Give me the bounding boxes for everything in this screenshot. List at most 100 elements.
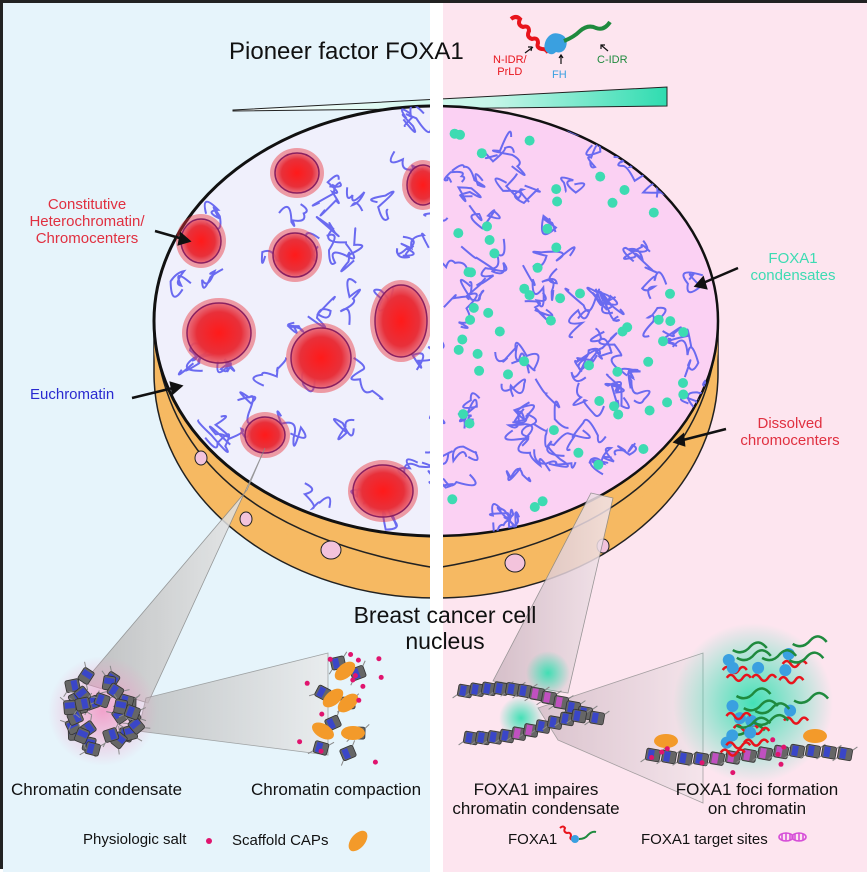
- chromatin-fiber: [491, 130, 526, 177]
- salt-ion: [352, 673, 358, 679]
- nucleosome: [73, 692, 93, 716]
- nucleosome: [101, 682, 130, 700]
- n-idr-chain: [719, 748, 746, 757]
- foxa1-condensate-dot: [457, 334, 468, 345]
- scaffold-cap: [341, 726, 365, 740]
- foxa1-condensate-dot: [529, 502, 540, 512]
- chromatin-fiber: [604, 373, 625, 394]
- foxa1-condensate-dots: [447, 128, 689, 512]
- foxa1-condensate-dot: [648, 207, 659, 218]
- chromatin-fiber: [585, 143, 602, 169]
- nucleus-label: Breast cancer cell nucleus: [335, 602, 555, 655]
- heterochromatin-focus: [374, 284, 428, 358]
- scaffold-cap: [654, 734, 678, 748]
- heterochromatin-label-line: Heterochromatin/: [29, 212, 145, 230]
- salt-ion: [699, 760, 705, 766]
- foxa1-condensate-dot: [466, 267, 476, 278]
- fh-domain: [726, 729, 739, 742]
- chromatin-fiber: [589, 330, 613, 360]
- nucleosome: [656, 749, 682, 765]
- nucleosome: [102, 722, 120, 748]
- chromatin-fiber: [622, 243, 651, 263]
- n-idr-chain: [725, 673, 752, 683]
- legend-physiologic-salt: Physiologic salt: [83, 831, 187, 848]
- heterochromatin-focus: [290, 327, 352, 389]
- n-idr-chain: [778, 675, 805, 685]
- fh-domain: [726, 661, 739, 674]
- foxa1-condensate-dot: [612, 366, 623, 377]
- chromatin-fiber: [203, 200, 222, 230]
- chromatin-fiber: [276, 410, 307, 447]
- diagram-art: [3, 3, 867, 872]
- heterochromatin-label-line: Constitutive: [47, 196, 127, 213]
- chromatin-fiber: [339, 278, 361, 325]
- foxa1-condensate-dot: [593, 459, 604, 470]
- nucleosome: [500, 681, 526, 697]
- chromatin-fiber: [458, 392, 481, 423]
- chromatin-fiber: [484, 145, 515, 163]
- c-idr-chain: [754, 702, 791, 715]
- zoom-cones-right: [492, 492, 704, 804]
- foxa1-condensate-dot: [542, 223, 553, 234]
- foxa1-condensates-label: FOXA1 condensates: [738, 250, 848, 285]
- legend-target-sites: FOXA1 target sites: [641, 831, 768, 848]
- n-idr-chain: [751, 673, 778, 683]
- foxa1-condensate-dot: [458, 409, 469, 420]
- foxa1-condensate-dot: [532, 262, 543, 273]
- chromatin-fiber: [340, 227, 364, 273]
- scaffold-cap: [312, 722, 334, 740]
- c-idr-chain: [743, 699, 779, 712]
- c-idr-tail: [563, 20, 612, 43]
- nucleosome: [672, 751, 698, 766]
- chromatin-fiber: [500, 378, 527, 398]
- heterochromatin-focus: [352, 464, 414, 518]
- foxa1-condensate-dot: [658, 336, 668, 347]
- legend-scaffold-caps: Scaffold CAPs: [232, 832, 329, 849]
- foxa1-condensate-dot: [607, 197, 618, 208]
- caption-chromatin-condensate: Chromatin condensate: [11, 780, 183, 799]
- foxa1-condensate-dot: [489, 248, 500, 259]
- foxa1-legend-icon: [559, 825, 597, 843]
- foxa1-condensate-dot: [644, 405, 655, 416]
- foxa1-condensate-dot: [665, 316, 676, 327]
- chromatin-fiber: [395, 245, 415, 259]
- nucleosome: [688, 751, 714, 767]
- salt-ion: [664, 746, 670, 752]
- chromatin-fiber: [532, 246, 576, 268]
- caption-foxa1-foci: FOXA1 foci formation on chromatin: [667, 780, 847, 818]
- salt-ion: [781, 744, 787, 750]
- foxa1-condensate-dot: [575, 288, 585, 299]
- chromatin-fiber: [443, 170, 466, 183]
- foxa1-condensate-dot: [678, 389, 689, 400]
- salt-ion: [649, 755, 655, 760]
- salt-ion: [304, 680, 310, 686]
- legend-foxa1: FOXA1: [508, 831, 558, 848]
- chromatin-condensate-illustration: [48, 656, 158, 766]
- chromatin-fiber: [201, 268, 224, 289]
- salt-ion: [327, 656, 333, 662]
- chromatin-fiber: [197, 419, 231, 454]
- fh-domain: [726, 700, 739, 713]
- salt-ion: [376, 656, 382, 662]
- foxa1-condensate-dot: [609, 401, 619, 412]
- chromatin-fiber: [333, 418, 355, 441]
- chromatin-fiber: [302, 482, 332, 511]
- foxa1-condensate-dot: [584, 360, 594, 371]
- chromatin-fiber: [540, 214, 558, 236]
- nuclear-pores: [194, 450, 610, 573]
- chromatin-fiber: [488, 503, 515, 526]
- fh-label: FH: [552, 69, 567, 81]
- salt-ion: [355, 657, 361, 663]
- chromatin-fiber: [169, 269, 192, 298]
- chromatin-fiber: [640, 271, 668, 300]
- chromatin-fiber: [443, 280, 484, 308]
- caption-line: FOXA1 impaires: [473, 780, 599, 799]
- foxa1-condensate-dot: [594, 396, 605, 406]
- chromatin-fiber: [468, 204, 501, 230]
- nucleosome: [566, 708, 592, 724]
- nucleosome: [512, 683, 538, 699]
- foxa1-condensate-dot: [447, 494, 458, 505]
- nucleosome: [524, 686, 550, 702]
- nucleus-label-line: nucleus: [405, 627, 485, 654]
